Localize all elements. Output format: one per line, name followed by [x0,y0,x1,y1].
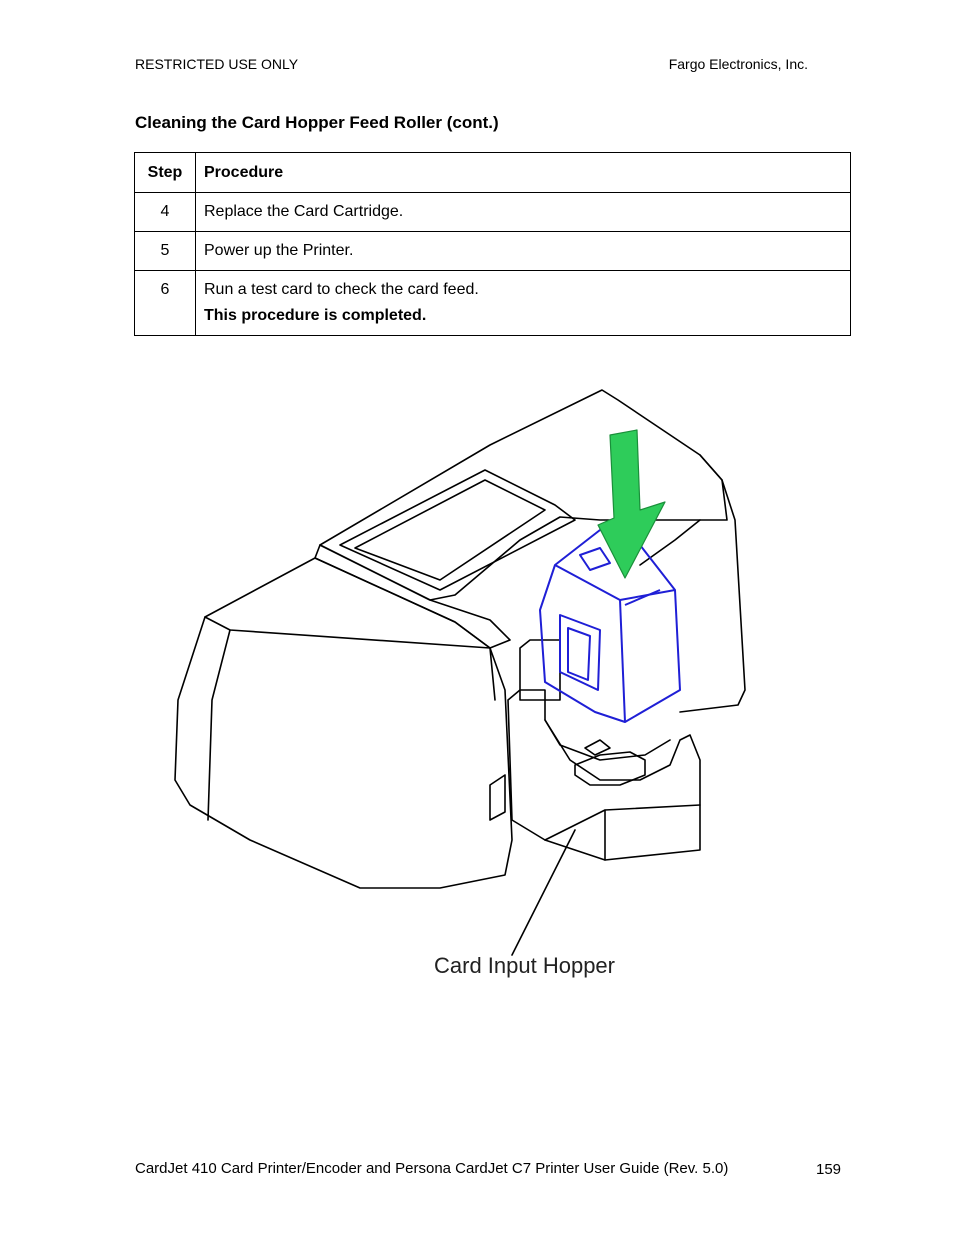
step-number: 5 [134,231,196,271]
table-row: 4 Replace the Card Cartridge. [134,192,851,232]
table-row: 5 Power up the Printer. [134,231,851,271]
printer-front-strip [314,544,511,649]
procedure-table: Step Procedure 4 Replace the Card Cartri… [134,152,851,336]
printer-display-window [339,469,576,591]
header-left: RESTRICTED USE ONLY [135,56,299,72]
figure-caption: Card Input Hopper [434,953,615,978]
printer-illustration [174,389,746,956]
step-procedure: Replace the Card Cartridge. [195,192,851,232]
table-header-row: Step Procedure [134,152,851,193]
header-right: Fargo Electronics, Inc. [668,56,808,72]
step-number: 6 [134,270,196,336]
hopper-feed-roller [574,751,646,786]
page-number: 159 [816,1161,842,1178]
step-procedure: Run a test card to check the card feed. [204,281,479,298]
table-row: 6 Run a test card to check the card feed… [134,270,851,336]
step-procedure-cell: Run a test card to check the card feed. … [195,270,851,336]
insert-arrow-icon [597,429,666,579]
printer-left-body [174,557,513,889]
step-number: 4 [134,192,196,232]
completion-note: This procedure is completed. [204,307,427,324]
hopper-base [519,639,561,701]
caption-pointer-line [511,829,576,956]
section-title: Cleaning the Card Hopper Feed Roller (co… [135,113,499,132]
column-header-step: Step [134,152,196,193]
printer-top-lid [319,389,728,601]
printer-side-slot [489,774,506,821]
footer-text: CardJet 410 Card Printer/Encoder and Per… [135,1160,729,1177]
step-procedure: Power up the Printer. [195,231,851,271]
column-header-procedure: Procedure [195,152,851,193]
printer-right-housing [679,454,746,713]
